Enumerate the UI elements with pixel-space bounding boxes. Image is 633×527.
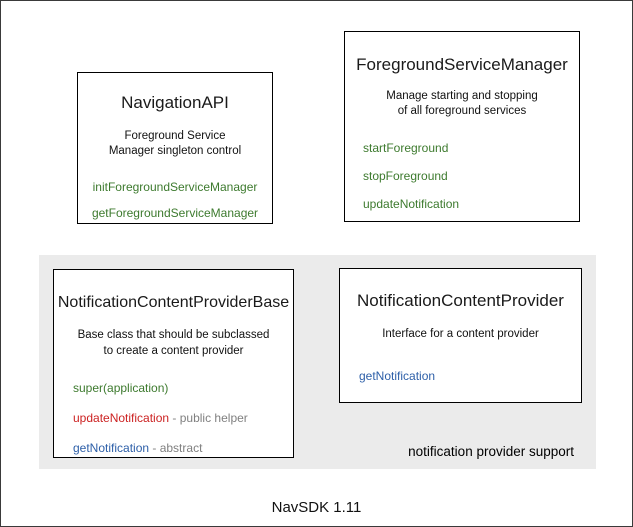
class-box-notification-content-provider[interactable]: NotificationContentProvider Interface fo… <box>339 268 582 403</box>
member-name: startForeground <box>363 140 449 155</box>
member-item[interactable]: initForegroundServiceManager <box>78 180 272 195</box>
member-item[interactable]: getNotification <box>359 369 581 384</box>
class-description-foreground-service-manager: Manage starting and stopping of all fore… <box>345 89 579 120</box>
class-description-line: Interface for a content provider <box>382 327 539 340</box>
class-description-line: to create a content provider <box>103 344 244 357</box>
member-item[interactable]: super(application) <box>73 381 293 396</box>
member-name: getForegroundServiceManager <box>91 205 259 220</box>
member-item[interactable]: getNotification - abstract <box>73 441 293 456</box>
class-description-line: Manage starting and stopping <box>386 89 538 102</box>
member-name: initForegroundServiceManager <box>92 179 258 194</box>
class-box-notification-content-provider-base[interactable]: NotificationContentProviderBase Base cla… <box>53 269 294 458</box>
class-description-line: Foreground Service <box>124 129 226 142</box>
member-list-notification-content-provider-base: super(application) updateNotification - … <box>54 381 293 456</box>
class-description-navigation-api: Foreground Service Manager singleton con… <box>78 129 272 160</box>
class-description-line: of all foreground services <box>397 105 527 118</box>
member-item[interactable]: stopForeground <box>363 169 579 184</box>
member-item[interactable]: getForegroundServiceManager <box>78 206 272 221</box>
class-description-notification-content-provider-base: Base class that should be subclassed to … <box>54 328 293 359</box>
member-item[interactable]: startForeground <box>363 141 579 156</box>
class-description-line: Base class that should be subclassed <box>77 329 270 342</box>
class-title-foreground-service-manager: ForegroundServiceManager <box>356 55 568 74</box>
member-name: getNotification <box>359 369 436 384</box>
member-item[interactable]: updateNotification - public helper <box>73 411 293 426</box>
member-note: - abstract <box>149 441 203 456</box>
class-box-navigation-api[interactable]: NavigationAPI Foreground Service Manager… <box>77 72 273 224</box>
member-list-foreground-service-manager: startForeground stopForeground updateNot… <box>345 141 579 212</box>
member-list-notification-content-provider: getNotification <box>340 369 581 384</box>
group-panel-label: notification provider support <box>408 444 574 459</box>
member-note: - public helper <box>169 411 248 426</box>
footer-version-caption: NavSDK 1.11 <box>271 499 362 516</box>
class-title-notification-content-provider-base: NotificationContentProviderBase <box>57 294 290 311</box>
member-name: getNotification <box>73 441 150 456</box>
member-list-navigation-api: initForegroundServiceManager getForegrou… <box>78 180 272 221</box>
member-name: updateNotification <box>73 411 170 426</box>
class-box-foreground-service-manager[interactable]: ForegroundServiceManager Manage starting… <box>344 31 580 222</box>
class-title-notification-content-provider: NotificationContentProvider <box>357 291 564 310</box>
member-name: updateNotification <box>363 196 460 211</box>
class-description-notification-content-provider: Interface for a content provider <box>340 327 581 343</box>
member-item[interactable]: updateNotification <box>363 197 579 212</box>
class-title-navigation-api: NavigationAPI <box>121 93 229 112</box>
class-description-line: Manager singleton control <box>108 145 242 158</box>
member-name: stopForeground <box>363 168 448 183</box>
member-name: super(application) <box>73 381 169 396</box>
